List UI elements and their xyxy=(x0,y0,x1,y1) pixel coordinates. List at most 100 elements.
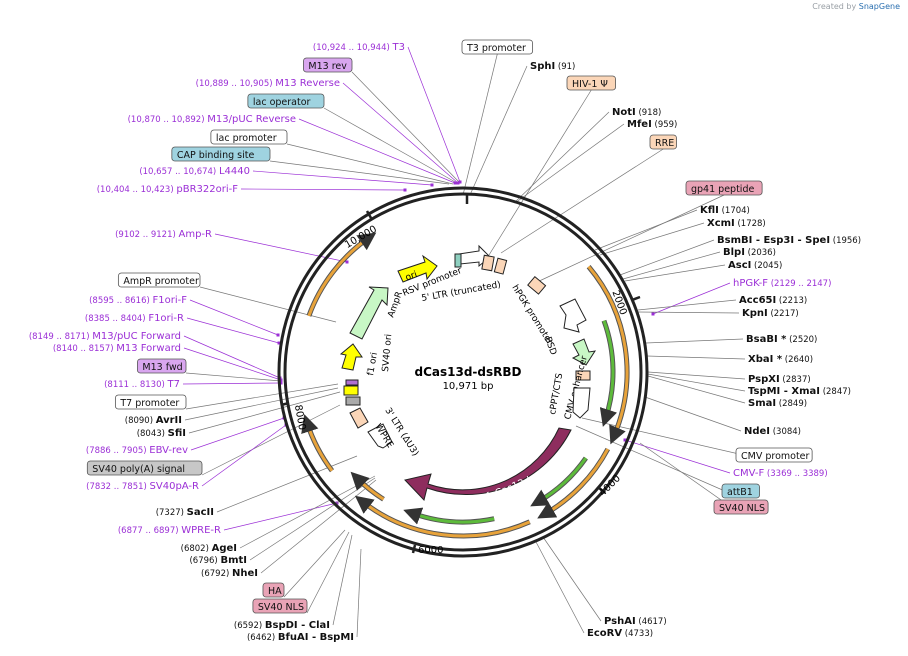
label-coord: (10,404 .. 10,423) xyxy=(97,185,177,195)
label-name: BlpI xyxy=(723,247,745,258)
label-bsabi: BsaBI * (2520) xyxy=(746,334,817,345)
leader-line xyxy=(186,317,280,344)
bsd-arrow xyxy=(571,338,597,366)
label-text: RRE xyxy=(655,138,674,149)
label-text: (10,870 .. 10,892) M13/pUC Reverse xyxy=(128,114,296,125)
label-text: (6802) AgeI xyxy=(181,543,237,554)
label-cmv-promoter: CMV promoter xyxy=(735,447,813,463)
primer-site-mark xyxy=(279,381,283,385)
label-m13-puc-forward: (8149 .. 8171) M13/pUC Forward xyxy=(29,331,181,342)
label-lac-promoter: lac promoter xyxy=(210,129,288,145)
label-name: NdeI xyxy=(744,426,770,437)
label-text: (8595 .. 8616) F1ori-F xyxy=(89,295,187,306)
leader-line xyxy=(462,53,498,196)
label-name: T7 xyxy=(167,379,180,390)
label-m13-reverse: (10,889 .. 10,905) M13 Reverse xyxy=(196,78,340,89)
label-name: BfuAI - BspMI xyxy=(278,632,354,643)
label-coord: (10,870 .. 10,892) xyxy=(128,115,208,125)
label-name: Acc65I xyxy=(739,295,776,306)
label-avrii: (8090) AvrII xyxy=(125,415,182,426)
leader-line xyxy=(252,170,433,186)
label-coord: (3369 .. 3389) xyxy=(764,469,827,479)
label-ecorv: EcoRV (4733) xyxy=(587,628,653,639)
leader-line xyxy=(306,531,350,614)
tick-8000 xyxy=(280,401,290,407)
label-kfli: KflI (1704) xyxy=(700,205,750,216)
label-f1ori-r: (8385 .. 8404) F1ori-R xyxy=(85,313,184,324)
label-name: SmaI xyxy=(748,398,776,409)
label-coord: (8140 .. 8157) xyxy=(53,344,116,354)
label-coord: (2217) xyxy=(768,309,799,319)
label-xbai: XbaI * (2640) xyxy=(748,354,813,365)
label-sfii: (8043) SfiI xyxy=(137,428,186,439)
label-ha: HA xyxy=(262,582,285,598)
label-coord: (2036) xyxy=(745,248,776,258)
label-box xyxy=(713,499,769,515)
leader-line xyxy=(240,188,406,191)
orange-arc-5 xyxy=(307,232,377,317)
primer-site-mark xyxy=(403,188,407,192)
leader-line xyxy=(201,424,287,487)
label-m13-fwd: M13 fwd xyxy=(137,358,187,374)
label-sphi: SphI (91) xyxy=(530,61,575,72)
ampr-label: AmpR xyxy=(386,290,405,319)
cppt-label: cPPT/CTS xyxy=(548,372,565,415)
rfxcas13d-arrow xyxy=(404,427,572,502)
leader-line xyxy=(513,111,610,204)
label-text: gp41 peptide xyxy=(691,184,754,195)
primer-site-mark xyxy=(277,341,281,345)
label-name: M13/pUC Reverse xyxy=(207,114,296,125)
orange-arc-4 xyxy=(301,414,334,472)
primer-site-mark xyxy=(458,180,462,184)
label-text: (7886 .. 7905) EBV-rev xyxy=(86,445,188,456)
backbone-outer xyxy=(277,186,649,558)
label-coord: (2837) xyxy=(780,375,811,385)
leader-line xyxy=(622,251,721,280)
leader-line xyxy=(644,396,742,432)
bsd-label: BSD xyxy=(542,336,558,357)
cmv-arrow xyxy=(572,387,591,419)
plasmid-name: dCas13d-dsRBD xyxy=(415,365,522,379)
label-text: PspXI (2837) xyxy=(748,374,811,385)
backbone-inner xyxy=(283,192,643,552)
label-text: CAP binding site xyxy=(177,150,255,161)
label-box xyxy=(247,93,325,109)
leader-line xyxy=(342,82,459,184)
label-name: SacII xyxy=(187,507,214,518)
label-text: AmpR promoter xyxy=(123,276,199,287)
leader-line xyxy=(534,194,725,284)
sv40-ori-label: SV40 ori xyxy=(381,334,394,373)
label-coord: (8149 .. 8171) xyxy=(29,332,92,342)
label-hiv-1: HIV-1 Ψ xyxy=(566,75,616,91)
primer-site-mark xyxy=(430,183,434,187)
leader-line xyxy=(249,477,376,561)
label-f1ori-f: (8595 .. 8616) F1ori-F xyxy=(89,295,187,306)
lac-colored-boxes xyxy=(454,253,462,268)
tick-6000 xyxy=(411,544,417,554)
label-box xyxy=(262,582,285,598)
label-text: (10,404 .. 10,423) pBR322ori-F xyxy=(97,184,239,195)
leader-line xyxy=(283,529,346,598)
label-coord: (2520) xyxy=(786,335,817,345)
label-text: Acc65I (2213) xyxy=(739,295,807,306)
ori-label: ori xyxy=(404,270,418,283)
rre-box xyxy=(493,257,508,275)
f1-ori-arrow xyxy=(339,343,363,371)
label-name: M13 Reverse xyxy=(275,78,340,89)
label-pbr322ori-f: (10,404 .. 10,423) pBR322ori-F xyxy=(97,184,239,195)
label-text: SmaI (2849) xyxy=(748,398,807,409)
label-text: (9102 .. 9121) Amp-R xyxy=(115,229,212,240)
label-name: hPGK-F xyxy=(733,278,768,289)
label-text: KflI (1704) xyxy=(700,205,750,216)
primer-site-mark xyxy=(345,260,349,264)
leader-line xyxy=(184,387,339,421)
label-coord: (6462) xyxy=(247,633,278,643)
label-asci: AscI (2045) xyxy=(728,260,782,271)
label-noti: NotI (918) xyxy=(612,107,661,118)
label-name: L4440 xyxy=(219,166,250,177)
label-name: NotI xyxy=(612,107,636,118)
label-text: TspMI - XmaI (2847) xyxy=(748,386,851,397)
label-m13-rev: M13 rev xyxy=(303,57,353,73)
label-name: BspDI - ClaI xyxy=(265,620,330,631)
